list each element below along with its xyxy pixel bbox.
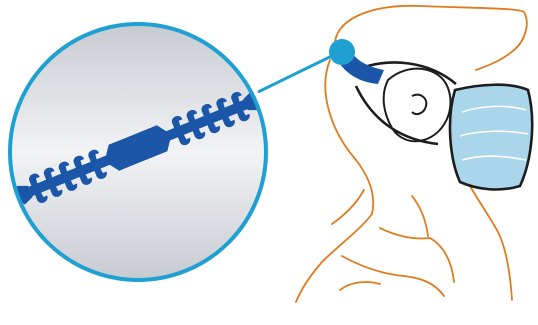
- strap-hook: [33, 188, 48, 203]
- strap-hook: [58, 161, 70, 179]
- strap-hook: [29, 173, 40, 191]
- connector-line: [257, 50, 341, 94]
- strap-hook: [220, 112, 235, 128]
- magnified-inset: [8, 22, 268, 282]
- strap-hook: [235, 106, 250, 122]
- strap-hook: [62, 176, 78, 191]
- head-outline: [295, 4, 528, 303]
- ear-saver-strap: [16, 91, 260, 205]
- strap-hook: [201, 104, 213, 121]
- strap-hook: [48, 182, 63, 197]
- strap-hook: [205, 118, 221, 134]
- strap-hook: [186, 109, 198, 127]
- strap-hook: [216, 98, 227, 115]
- strap-hook: [92, 164, 107, 179]
- strap-hook: [231, 92, 242, 109]
- surgical-mask: [448, 83, 534, 191]
- strap-hook: [171, 115, 183, 133]
- strap-hook: [43, 167, 55, 185]
- strap-hook: [88, 149, 100, 167]
- ear-saver-on-head: [329, 39, 384, 84]
- strap-hook: [73, 155, 85, 173]
- strap-hook: [77, 170, 93, 185]
- ear: [382, 67, 452, 143]
- strap-hook: [190, 124, 206, 140]
- strap-hook: [176, 130, 191, 146]
